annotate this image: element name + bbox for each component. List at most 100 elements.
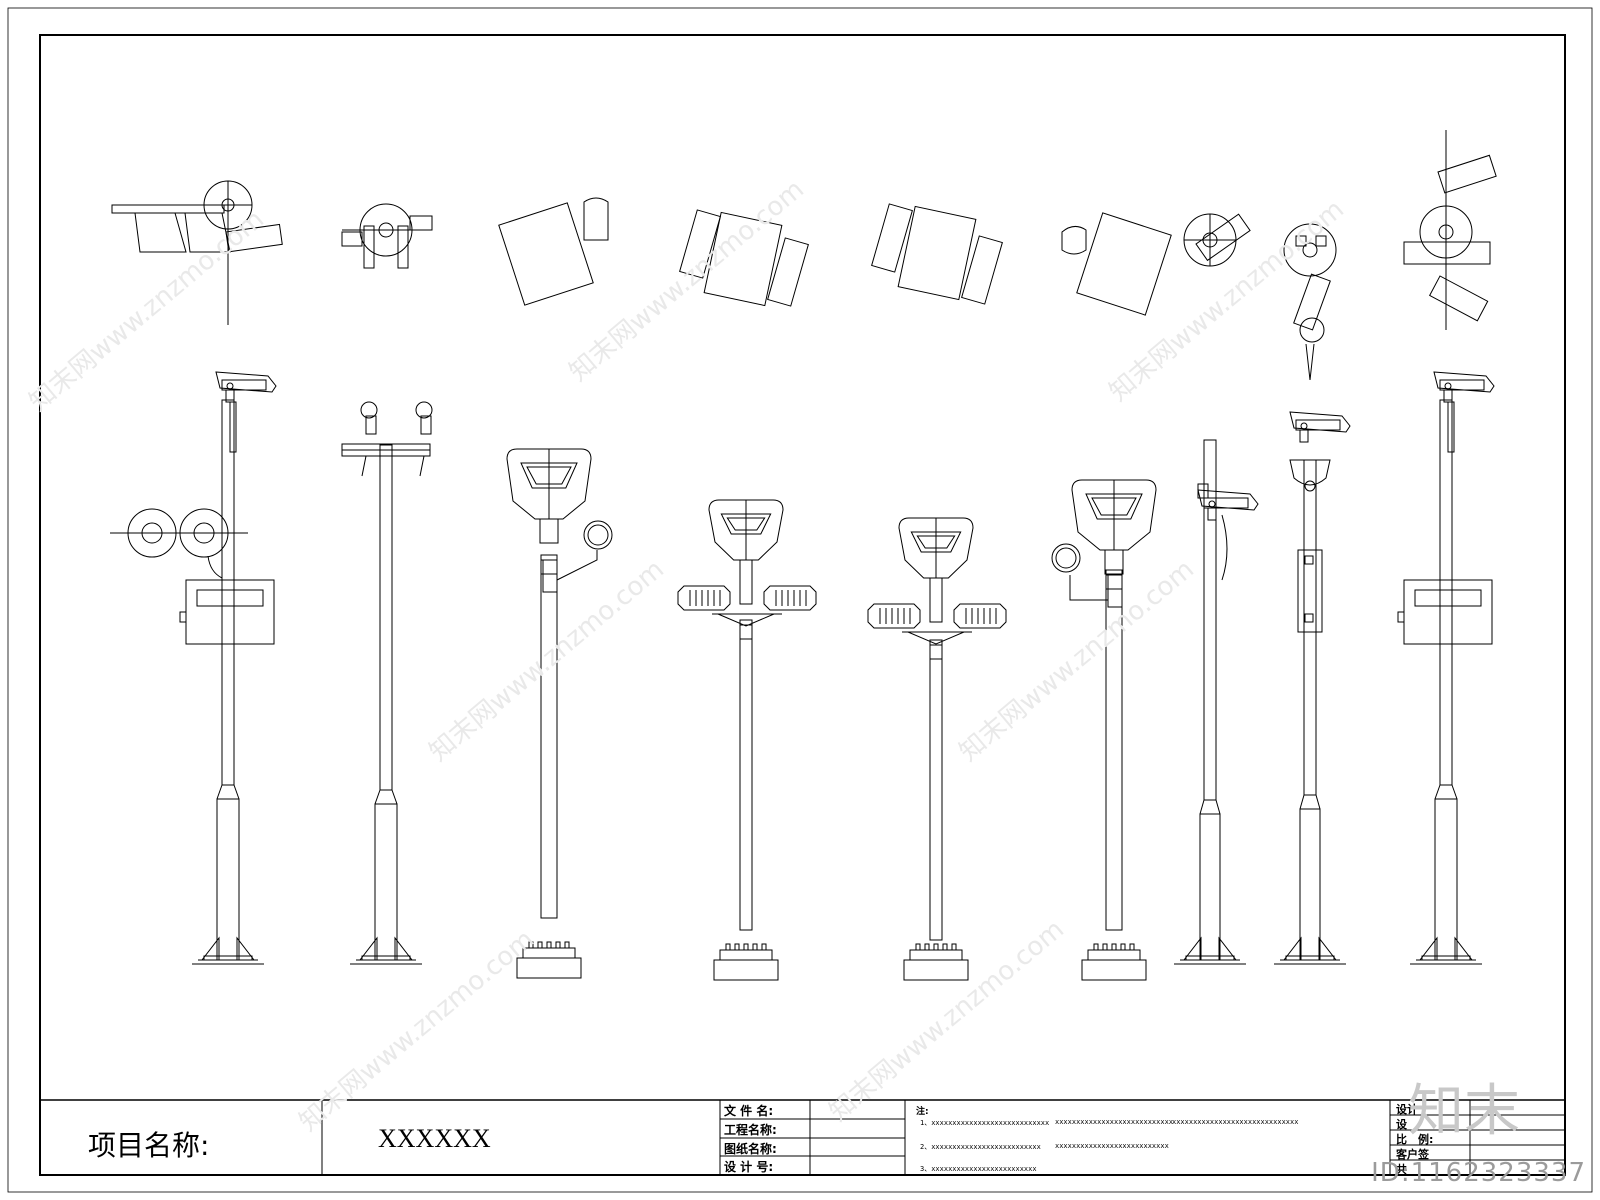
camera-lens <box>1444 382 1452 390</box>
base-plate <box>350 959 422 965</box>
base-plate <box>1174 959 1246 965</box>
plan-sign <box>1076 212 1172 316</box>
base-flange <box>1087 949 1141 961</box>
bracket-arm <box>229 401 237 453</box>
pole-elevation-2 <box>341 401 433 965</box>
plan-arm-end <box>409 215 433 231</box>
plan-camera-bottom <box>1428 275 1489 322</box>
sign-window <box>520 462 578 489</box>
pole-taper <box>1215 799 1221 815</box>
note-1b: xxxxxxxxxxxxxxxxxxxxxxxxxxxx <box>1055 1118 1174 1126</box>
inner-border <box>39 34 1566 1176</box>
camera-hood <box>1433 371 1495 393</box>
floodlight <box>953 603 1007 629</box>
camera-body <box>1439 379 1485 391</box>
anchor-bolt <box>537 941 543 949</box>
pole-elevation-9 <box>1397 371 1495 965</box>
cabinet-hinge <box>1397 611 1405 623</box>
pole-lower <box>540 573 558 919</box>
plan-lamp <box>583 197 609 241</box>
spotlight-left-head <box>360 401 378 419</box>
camera-mount <box>1299 429 1309 443</box>
pole-lower <box>1105 588 1123 931</box>
note-1a: 1、xxxxxxxxxxxxxxxxxxxxxxxxxxxx <box>920 1119 1050 1127</box>
base-plate <box>1274 959 1346 965</box>
cable <box>207 555 223 579</box>
sign-neck <box>929 577 943 623</box>
plan-flood-right <box>767 237 809 307</box>
floodlight <box>763 585 817 611</box>
camera-body <box>1203 497 1249 509</box>
project-name-value: XXXXXX <box>378 1124 491 1153</box>
sign-window <box>1085 493 1143 520</box>
pole-elevation-1 <box>110 371 277 965</box>
camera-hood <box>215 371 277 393</box>
plan-view-2 <box>341 203 433 269</box>
designer-label: 设计 <box>1396 1103 1418 1116</box>
base-flange <box>1285 955 1335 961</box>
anchor-bolt <box>743 943 749 951</box>
plan-spot-left <box>363 225 375 269</box>
anchor-bolt <box>933 943 939 951</box>
pole-lower <box>1299 808 1321 961</box>
camera-lens <box>1300 422 1308 430</box>
plan-arm <box>111 204 225 214</box>
pole-elevation-5 <box>867 517 1007 981</box>
project-name-label: 项目名称: <box>88 1129 210 1162</box>
note-2b: xxxxxxxxxxxxxxxxxxxxxxxxxxx <box>1055 1142 1169 1150</box>
cross-arm-beam <box>341 443 431 457</box>
camera-body <box>1295 419 1341 431</box>
pole-elevation-4 <box>677 499 817 981</box>
anchor-bolt <box>924 943 930 951</box>
panel-port <box>1304 613 1314 623</box>
elevation-views <box>110 371 1495 981</box>
base-flange <box>1185 955 1235 961</box>
client-sign-label: 客户签 <box>1396 1148 1429 1161</box>
dome-camera <box>1289 459 1331 486</box>
plan-ring <box>1419 205 1473 259</box>
pole-upper <box>540 554 558 561</box>
concrete-base <box>516 957 582 979</box>
note-2a: 2、xxxxxxxxxxxxxxxxxxxxxxxxxx <box>920 1143 1041 1151</box>
anchor-bolt <box>1129 943 1135 951</box>
sign-panel <box>1071 479 1157 551</box>
anchor-bolt <box>942 943 948 951</box>
floodlight <box>867 603 921 629</box>
pole-lower <box>929 658 943 941</box>
plan-flood-left <box>679 209 721 279</box>
pole-taper <box>1299 794 1305 810</box>
lamp-arm <box>556 550 598 581</box>
anchor-bolt <box>546 941 552 949</box>
camera-bracket <box>1197 483 1209 499</box>
base-flange <box>203 955 253 961</box>
pole-elevation-3 <box>506 448 613 979</box>
pole-sleeve <box>1107 574 1123 608</box>
sign-outline <box>708 499 784 561</box>
lamp-lens <box>1055 547 1077 569</box>
base-ribs <box>1182 936 1238 961</box>
pole-taper <box>216 784 223 800</box>
equipment-panel <box>1297 549 1323 633</box>
plan-cable <box>1305 343 1315 381</box>
sign-neck <box>739 559 753 605</box>
plan-cabinet <box>1403 241 1491 265</box>
plan-sign <box>498 202 594 306</box>
project-title-label: 工程名称: <box>724 1123 777 1137</box>
arm-brace <box>717 613 775 627</box>
total-label: 共 <box>1396 1163 1407 1176</box>
title-block-lines <box>40 1099 1565 1175</box>
base-flange <box>909 949 963 961</box>
watermark-id: ID:1162323337 <box>1371 1158 1586 1188</box>
plan-camera <box>225 223 283 253</box>
camera-body <box>221 379 267 391</box>
anchor-bolt <box>734 943 740 951</box>
plan-bracket <box>1295 235 1307 247</box>
arm-brace <box>907 631 965 645</box>
pole-upper <box>1203 439 1217 801</box>
plan-sign <box>703 211 783 307</box>
anchor-bolt <box>1111 943 1117 951</box>
sign-window-inner <box>916 535 956 549</box>
plan-sign <box>897 205 977 301</box>
plan-view-3 <box>498 197 609 306</box>
sign-window-inner <box>726 517 766 531</box>
